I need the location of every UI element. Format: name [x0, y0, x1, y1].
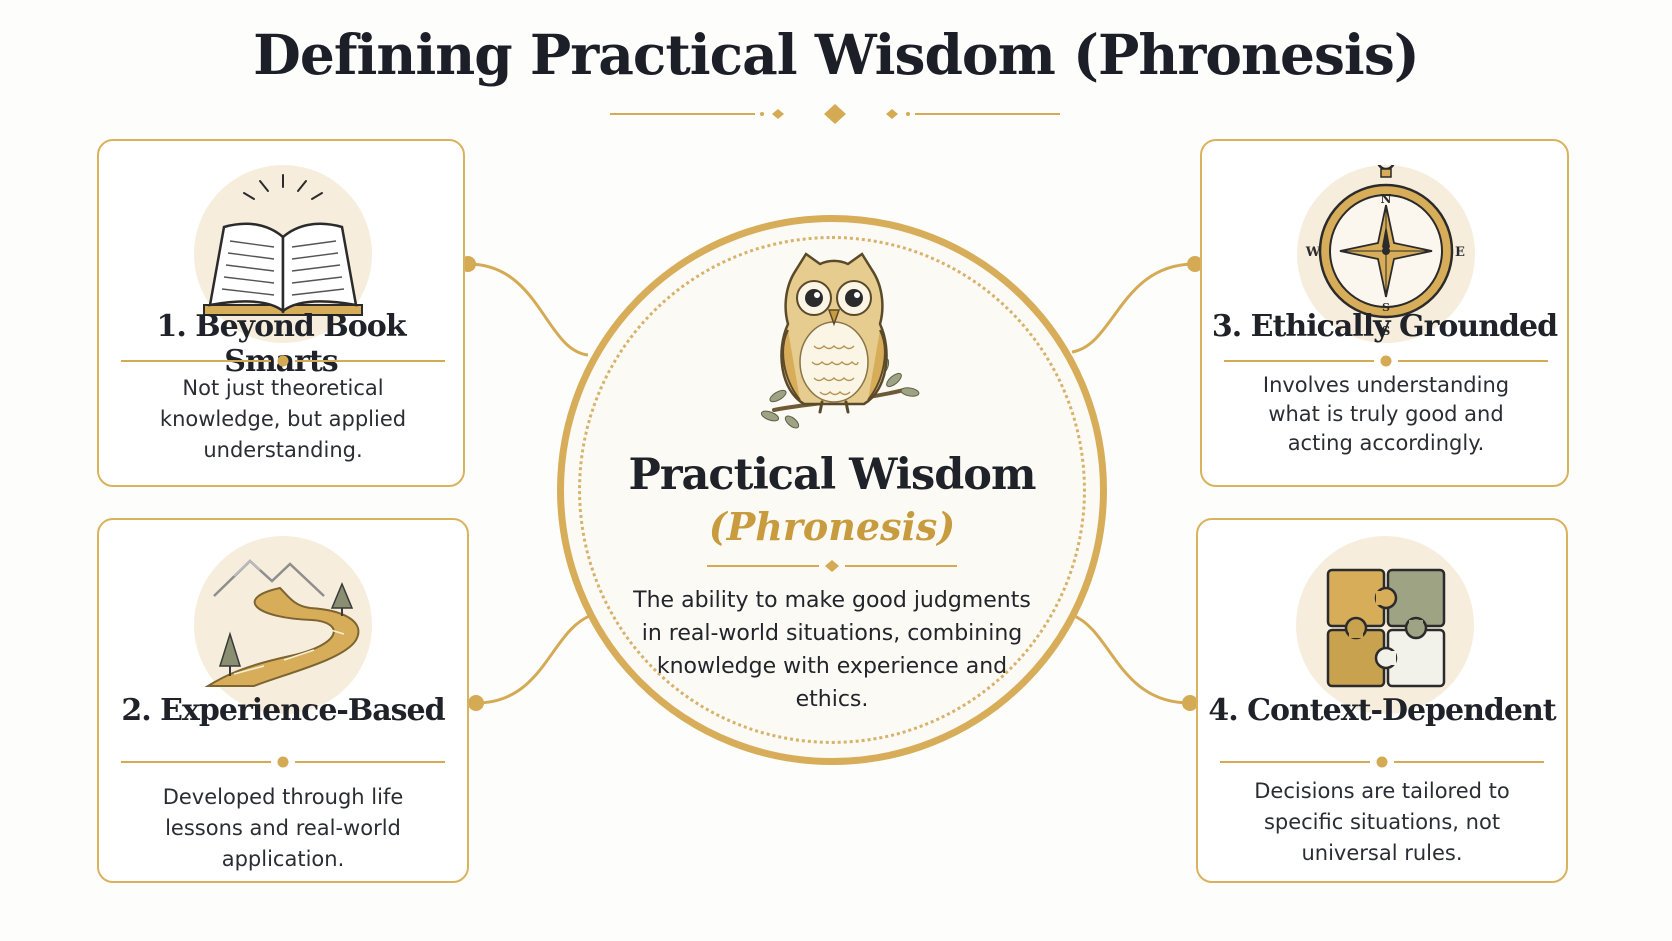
title-divider [610, 104, 1060, 124]
center-dotted-ring [578, 236, 1086, 744]
card-beyond-book-smarts: 1. Beyond Book Smarts Not just theoretic… [97, 139, 465, 487]
compass-icon: N S W E S [1305, 151, 1465, 338]
card-text: Involves understanding what is truly goo… [1262, 373, 1510, 455]
center-concept-circle: Practical Wisdom (Phronesis) The ability… [557, 215, 1107, 765]
compass-w-label: W [1305, 245, 1321, 260]
winding-path-icon [204, 559, 360, 687]
card-context-dependent: 4. Context-Dependent Decisions are tailo… [1196, 518, 1568, 883]
center-subtitle: (Phronesis) [708, 504, 956, 549]
compass-s-inner-label: S [1382, 301, 1390, 314]
card-heading: 4. Context-Dependent [1208, 693, 1556, 728]
card-heading: 2. Experience-Based [121, 693, 445, 728]
card-heading: 1. Beyond Book Smarts [156, 309, 406, 379]
compass-n-label: N [1381, 192, 1392, 206]
compass-icon-background: N S W E S [1297, 151, 1475, 343]
card-divider [1224, 355, 1548, 367]
card-divider [121, 355, 445, 367]
owl-icon [760, 252, 920, 429]
puzzle-icon [1326, 568, 1446, 688]
winding-path-icon-background [194, 536, 372, 714]
card-divider [121, 756, 445, 768]
card-text: Not just theoretical knowledge, but appl… [159, 376, 407, 462]
card-experience-based: 2. Experience-Based Developed through li… [97, 518, 469, 883]
open-book-icon [203, 174, 363, 316]
card-text: Decisions are tailored to specific situa… [1254, 779, 1510, 865]
compass-e-label: E [1455, 245, 1465, 260]
card-divider [1220, 756, 1544, 768]
compass-s-label: S [1382, 324, 1391, 338]
card-heading: 3. Ethically Grounded [1211, 309, 1558, 344]
center-description: The ability to make good judgments in re… [633, 588, 1031, 712]
puzzle-icon-background [1296, 536, 1474, 714]
open-book-icon-background [194, 165, 372, 343]
center-title: Practical Wisdom [628, 450, 1037, 500]
card-text: Developed through life lessons and real-… [162, 785, 404, 871]
center-divider [707, 560, 957, 572]
page-title: Defining Practical Wisdom (Phronesis) [253, 22, 1420, 87]
card-ethically-grounded: N S W E S 3. Ethically Grounded Involves… [1200, 139, 1569, 487]
